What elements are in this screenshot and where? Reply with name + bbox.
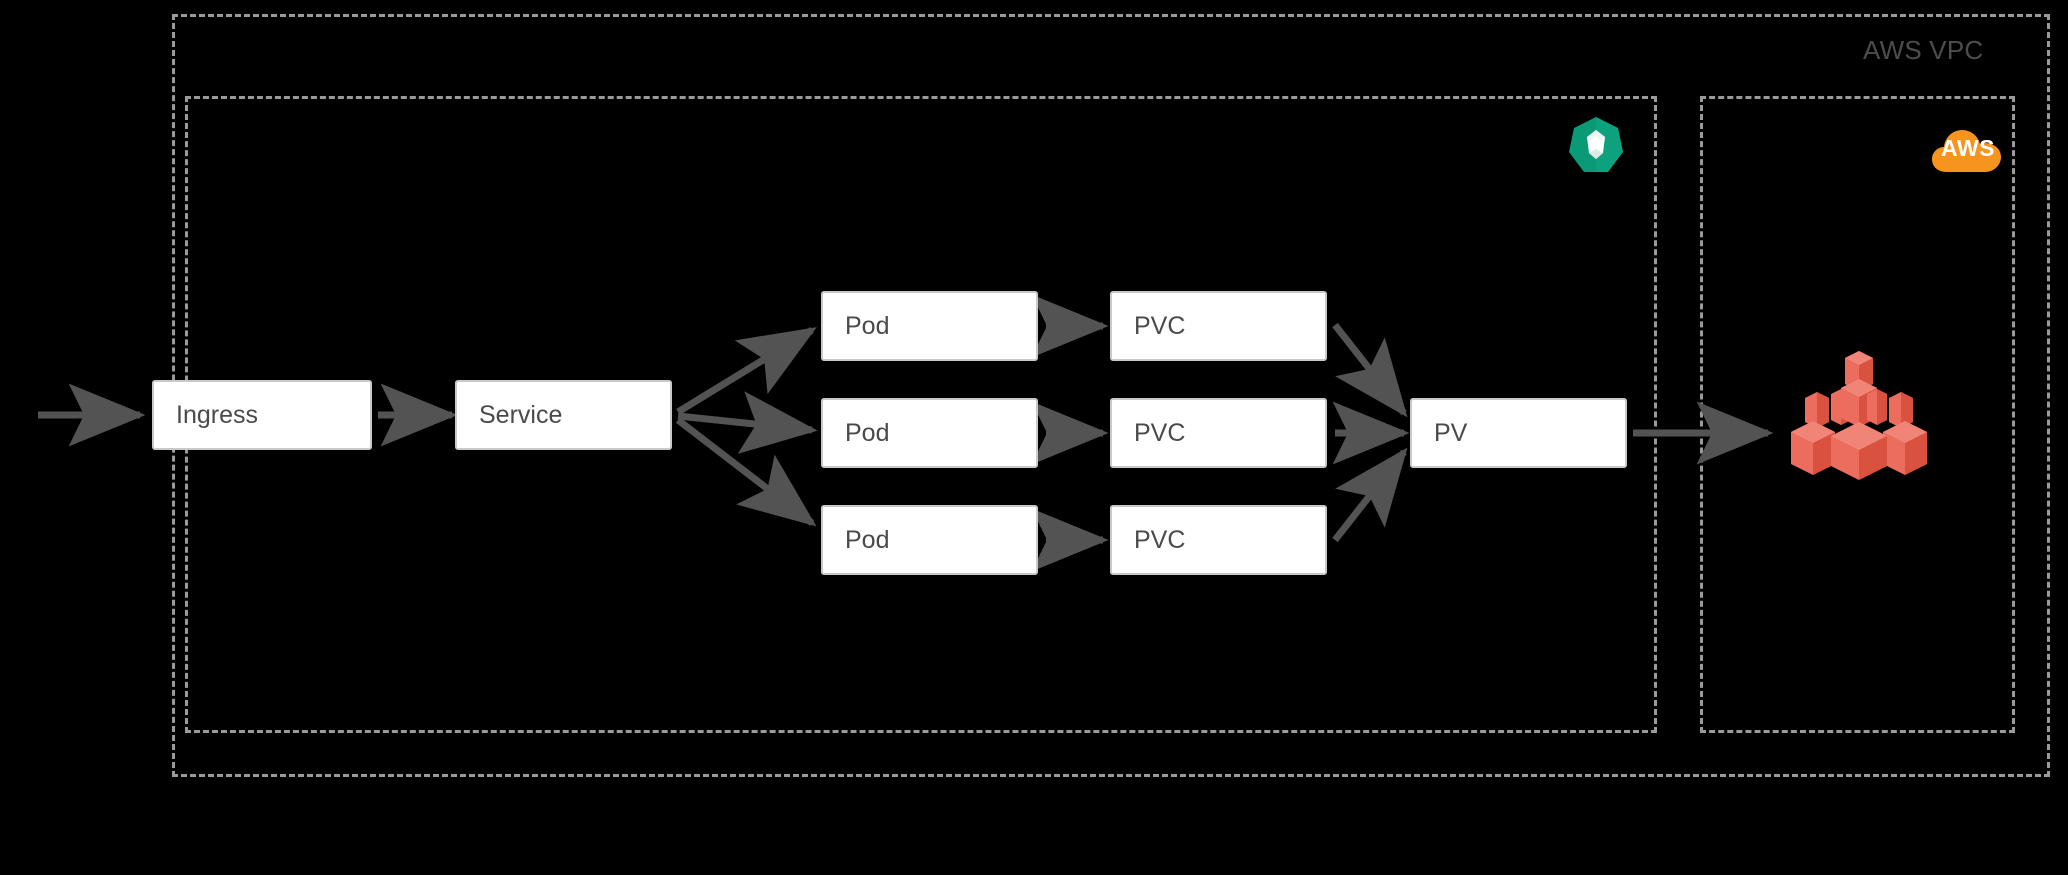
node-pvc-2[interactable]: PVC	[1110, 398, 1327, 468]
node-pod-2[interactable]: Pod	[821, 398, 1038, 468]
node-pod-1[interactable]: Pod	[821, 291, 1038, 361]
node-pv[interactable]: PV	[1410, 398, 1627, 468]
aws-vpc-label: AWS VPC	[1863, 35, 1984, 65]
node-pvc-1-label: PVC	[1134, 311, 1186, 340]
aws-cloud-logo-text: AWS	[1941, 135, 1995, 161]
node-service[interactable]: Service	[455, 380, 672, 450]
node-pod-3[interactable]: Pod	[821, 505, 1038, 575]
node-pvc-1[interactable]: PVC	[1110, 291, 1327, 361]
aws-ebs-storage-icon	[1783, 340, 1935, 480]
node-pod-2-label: Pod	[845, 418, 890, 447]
node-ingress[interactable]: Ingress	[152, 380, 372, 450]
node-ingress-label: Ingress	[176, 400, 258, 429]
node-pod-3-label: Pod	[845, 525, 890, 554]
node-pvc-3[interactable]: PVC	[1110, 505, 1327, 575]
node-pvc-3-label: PVC	[1134, 525, 1186, 554]
aws-cloud-logo: AWS	[1930, 124, 2006, 176]
node-service-label: Service	[479, 400, 563, 429]
node-pvc-2-label: PVC	[1134, 418, 1186, 447]
node-pv-label: PV	[1434, 418, 1468, 447]
kubernetes-logo	[1568, 116, 1624, 174]
node-pod-1-label: Pod	[845, 311, 890, 340]
